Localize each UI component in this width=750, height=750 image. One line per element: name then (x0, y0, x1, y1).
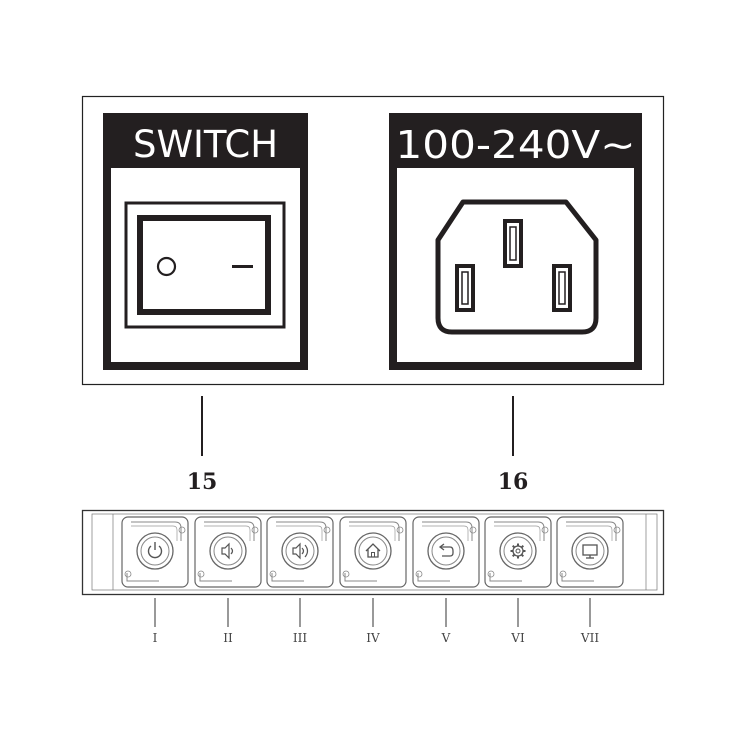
switch-panel-title: SWITCH (133, 123, 278, 166)
button-label: II (223, 631, 233, 645)
control-button[interactable] (339, 516, 407, 588)
control-button[interactable] (194, 516, 262, 588)
control-button[interactable] (121, 516, 189, 588)
control-button[interactable] (412, 516, 480, 588)
power-panel: 100-240V∼ (389, 113, 642, 370)
display-icon (582, 544, 598, 559)
back-icon (438, 543, 454, 557)
button-label: VI (510, 631, 525, 645)
live-pin (455, 264, 475, 312)
callout-number-switch: 15 (187, 469, 218, 495)
control-button[interactable] (556, 516, 624, 588)
panel-frame (81, 95, 665, 386)
off-circle-symbol (156, 256, 177, 277)
button-label: V (441, 631, 451, 645)
button-labels: I II III IV V VI VII (153, 631, 600, 645)
volume-up-icon (292, 542, 309, 560)
settings-icon (510, 543, 526, 559)
control-button[interactable] (266, 516, 334, 588)
ac-inlet-socket (435, 199, 599, 335)
power-icon (147, 542, 163, 559)
callout-number-socket: 16 (498, 469, 529, 495)
button-label: IV (366, 631, 380, 645)
earth-pin (503, 219, 523, 268)
volume-down-icon (221, 542, 234, 560)
rocker-switch (124, 201, 286, 329)
button-strip (81, 509, 665, 627)
home-icon (365, 543, 381, 558)
button-label: I (153, 631, 158, 645)
control-button[interactable] (484, 516, 552, 588)
power-panel-title: 100-240V∼ (396, 123, 636, 167)
neutral-pin (552, 264, 572, 312)
button-label: III (293, 631, 307, 645)
switch-panel: SWITCH (103, 113, 308, 370)
button-label: VII (580, 631, 599, 645)
